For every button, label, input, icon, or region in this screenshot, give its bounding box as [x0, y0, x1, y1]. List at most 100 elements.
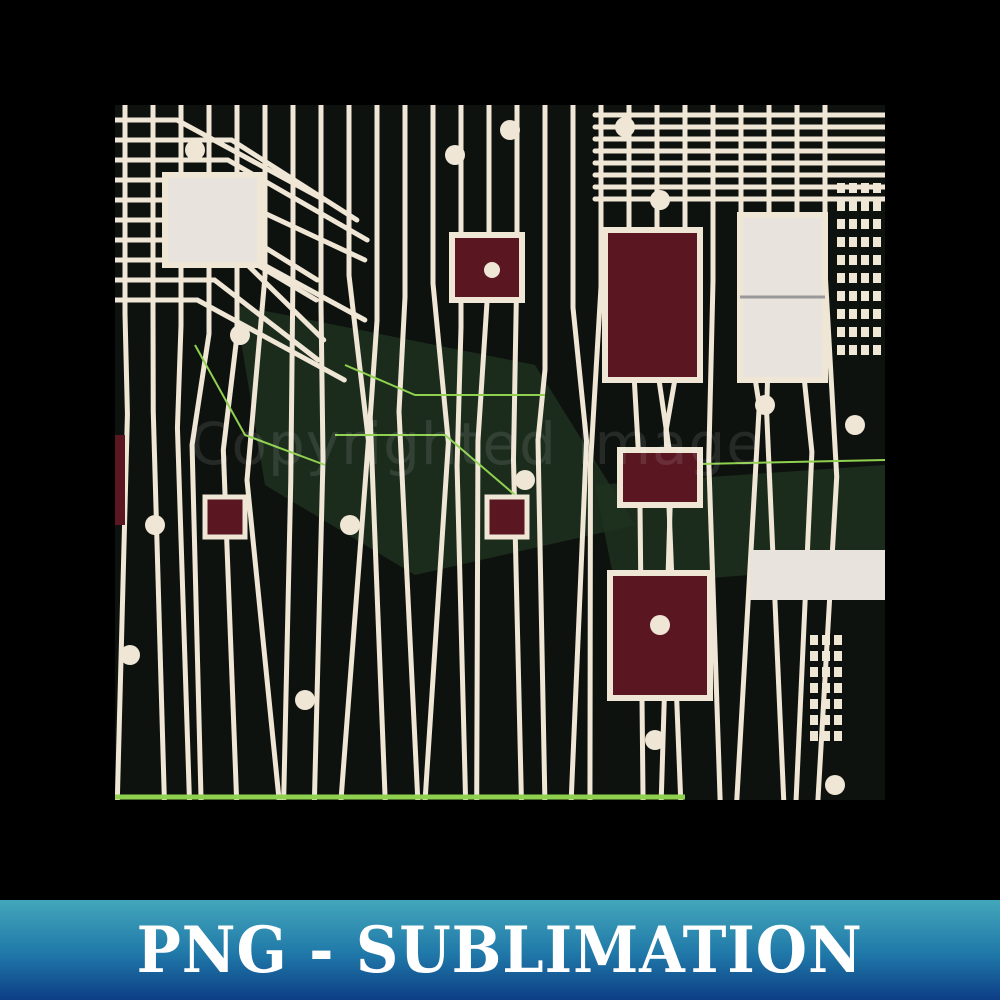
pad	[834, 667, 842, 677]
green-trace	[335, 434, 516, 496]
pad	[837, 273, 845, 283]
pad	[834, 699, 842, 709]
pad	[810, 667, 818, 677]
solder-pad	[845, 415, 865, 435]
pad	[849, 219, 857, 229]
pad	[810, 699, 818, 709]
pad	[822, 683, 830, 693]
circuit-trace	[422, 105, 451, 800]
solder-pad	[645, 730, 665, 750]
pad	[822, 731, 830, 741]
pad	[873, 237, 881, 247]
circuit-trace	[587, 105, 604, 800]
solder-pad	[825, 775, 845, 795]
circuit-trace	[115, 297, 347, 383]
solder-pad	[650, 190, 670, 210]
pad	[834, 715, 842, 725]
pad	[861, 327, 869, 337]
solder-pad	[755, 395, 775, 415]
pad	[861, 291, 869, 301]
solder-pad	[145, 515, 165, 535]
pad	[837, 219, 845, 229]
solder-pad	[120, 645, 140, 665]
pad	[810, 635, 818, 645]
circuit-trace	[115, 277, 321, 363]
pad	[822, 715, 830, 725]
pad	[861, 237, 869, 247]
pad	[861, 273, 869, 283]
pad	[849, 237, 857, 247]
circuit-trace	[454, 105, 469, 800]
pad	[834, 731, 842, 741]
pad	[861, 219, 869, 229]
pad	[822, 667, 830, 677]
pad	[834, 651, 842, 661]
pad	[837, 327, 845, 337]
solder-pad	[615, 117, 635, 137]
pad	[861, 183, 869, 193]
pad	[849, 201, 857, 211]
pad	[849, 273, 857, 283]
pad	[873, 345, 881, 355]
solder-pad	[230, 325, 250, 345]
pad	[861, 201, 869, 211]
pad	[849, 345, 857, 355]
pad	[849, 291, 857, 301]
pad	[849, 327, 857, 337]
circuit-trace	[474, 105, 492, 800]
solder-pad	[340, 515, 360, 535]
pad	[849, 255, 857, 265]
pad	[810, 715, 818, 725]
pad	[810, 731, 818, 741]
pad	[834, 683, 842, 693]
pad	[873, 183, 881, 193]
circuit-trace	[311, 105, 326, 800]
circuit-trace	[244, 105, 282, 800]
pad	[873, 327, 881, 337]
circuit-trace	[535, 105, 548, 800]
solder-pad	[650, 615, 670, 635]
banner: PNG - SUBLIMATION	[0, 900, 1000, 1000]
pad	[861, 309, 869, 319]
pad	[810, 683, 818, 693]
circuit-trace	[367, 105, 388, 800]
pad	[837, 255, 845, 265]
pad	[873, 201, 881, 211]
circuit-trace	[338, 105, 371, 800]
pad	[873, 273, 881, 283]
pad	[861, 255, 869, 265]
pad	[873, 219, 881, 229]
pad	[822, 699, 830, 709]
circuit-trace	[396, 105, 421, 800]
chips	[115, 172, 885, 701]
circuit-board-artwork	[115, 105, 885, 800]
solder-pad	[445, 145, 465, 165]
circuit-trace	[510, 105, 524, 800]
solder-pad	[295, 690, 315, 710]
pad	[834, 635, 842, 645]
circuit-trace	[706, 105, 723, 800]
solder-pad	[500, 120, 520, 140]
circuit-trace	[281, 105, 296, 800]
solder-pad	[515, 470, 535, 490]
pad	[837, 183, 845, 193]
pad	[837, 201, 845, 211]
solder-pad	[185, 140, 205, 160]
banner-text: PNG - SUBLIMATION	[136, 912, 864, 988]
pad	[849, 309, 857, 319]
circuit-trace	[115, 117, 327, 203]
watermark: Copyrighted Image	[190, 410, 763, 478]
circuit-trace	[115, 157, 370, 243]
circuit-trace	[115, 137, 360, 223]
pad	[837, 345, 845, 355]
pad	[873, 255, 881, 265]
pad	[837, 237, 845, 247]
pad	[861, 345, 869, 355]
circuit-trace	[568, 105, 590, 800]
pad	[849, 183, 857, 193]
pad	[873, 309, 881, 319]
pad	[873, 291, 881, 301]
pad	[822, 635, 830, 645]
pad	[810, 651, 818, 661]
